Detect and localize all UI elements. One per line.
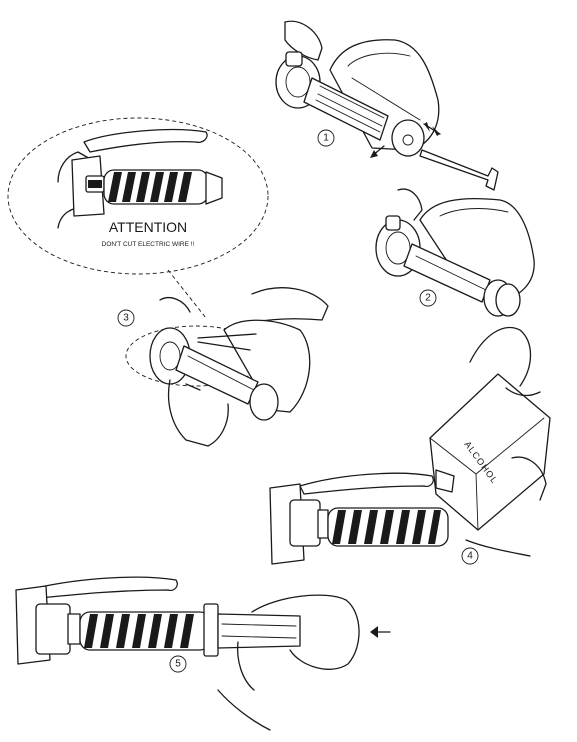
step-5-illustration: 5 [15, 576, 391, 731]
step-5-number: 5 [175, 659, 181, 670]
step-1-illustration: 1 [275, 20, 499, 191]
attention-callout: ATTENTION DON'T CUT ELECTRIC WIRE !! [7, 117, 269, 275]
attention-title: ATTENTION [109, 219, 187, 235]
attention-subtitle: DON'T CUT ELECTRIC WIRE !! [102, 241, 195, 248]
step-4-number: 4 [467, 551, 473, 562]
step-4-badge [461, 547, 479, 565]
step-2-badge [419, 289, 437, 307]
step-5-grip-stripes [84, 614, 194, 648]
step-5-badge [169, 655, 187, 673]
step-3-illustration: 3 [117, 287, 329, 447]
step-4-illustration: ALCOHOL 4 [269, 326, 551, 565]
step-3-number: 3 [123, 313, 129, 324]
alcohol-bottle: ALCOHOL [429, 373, 551, 531]
step-1-badge [317, 129, 335, 147]
step-4-grip-stripes [332, 510, 441, 544]
step-2-illustration: 2 [375, 188, 535, 317]
step-3-badge [117, 309, 135, 327]
step-1-number: 1 [323, 133, 329, 144]
step-2-number: 2 [425, 293, 431, 304]
callout-leader [167, 269, 207, 319]
callout-grip-stripes [108, 172, 192, 202]
